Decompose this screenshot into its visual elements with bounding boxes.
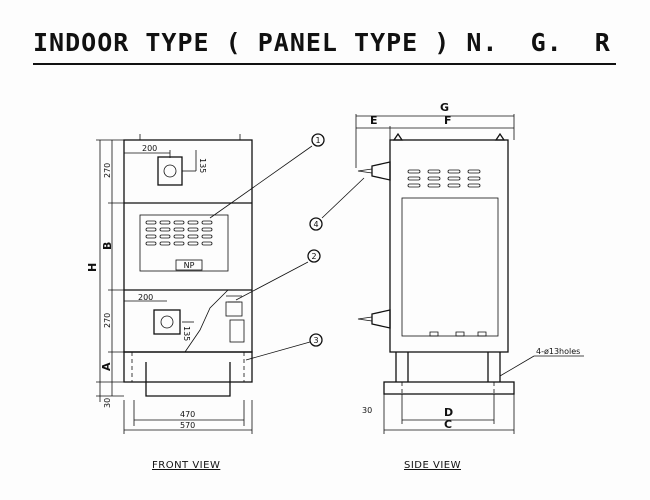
nameplate-label: NP [184, 261, 195, 270]
front-base-frame [123, 351, 253, 383]
terminal-block [225, 301, 243, 317]
svg-text:2: 2 [311, 252, 316, 261]
nameplate [175, 259, 203, 271]
svg-text:4: 4 [313, 220, 318, 229]
dim-E-label: E [370, 114, 378, 127]
title-underline [33, 63, 616, 65]
svg-text:3: 3 [313, 336, 318, 345]
front-view-label: FRONT VIEW [152, 460, 221, 471]
dim-inner-width-label: 470 [180, 410, 195, 419]
dim-mid-section: B [101, 242, 114, 250]
holes-note: 4-ø13holes [536, 347, 580, 356]
side-bottom-bushing [371, 309, 391, 329]
dim-top-section: 270 [103, 163, 112, 178]
front-bottom-bushing-hole [160, 315, 174, 329]
drawing-title: INDOOR TYPE ( PANEL TYPE ) N. G. R [33, 28, 611, 57]
side-dim-foot: 30 [362, 406, 372, 415]
front-top-bushing [157, 156, 183, 186]
front-top-bushing-hole [163, 164, 177, 178]
side-view [355, 114, 584, 434]
front-lifting-lugs [139, 134, 241, 140]
front-bracket [229, 319, 245, 343]
callout-4: 4 [309, 177, 365, 231]
front-base-channel [145, 362, 231, 397]
side-panel-door [401, 197, 499, 337]
side-base-plate [383, 381, 515, 395]
side-cabinet-outline [389, 139, 509, 353]
svg-text:1: 1 [315, 136, 320, 145]
front-louvers [139, 214, 229, 272]
callout-3: 3 [245, 333, 323, 361]
side-top-bushing [371, 161, 391, 181]
dim-D-label: D [444, 406, 453, 419]
dim-bottom-offset: 200 [138, 293, 153, 302]
front-view: NP [96, 134, 253, 434]
side-lifting-lugs [392, 132, 506, 141]
side-view-label: SIDE VIEW [404, 460, 461, 471]
side-legs [395, 352, 501, 382]
dim-F-label: F [444, 114, 452, 127]
front-bottom-bushing [153, 309, 181, 335]
dim-bottom-section: 270 [103, 313, 112, 328]
dim-top-height: 135 [198, 158, 207, 173]
callout-2: 2 [235, 249, 321, 301]
front-cutaway-line [184, 289, 229, 353]
dim-base: A [100, 362, 113, 371]
dim-foot: 30 [103, 398, 112, 408]
dim-outer-width-label: 570 [180, 421, 195, 430]
dim-bottom-height: 135 [182, 326, 191, 341]
callout-1: 1 [209, 133, 325, 219]
dim-top-offset: 200 [142, 144, 157, 153]
dim-G-label: G [440, 101, 449, 114]
dim-C-label: C [444, 418, 452, 431]
dim-overall-label: H [86, 263, 99, 272]
side-louvers [407, 169, 481, 188]
